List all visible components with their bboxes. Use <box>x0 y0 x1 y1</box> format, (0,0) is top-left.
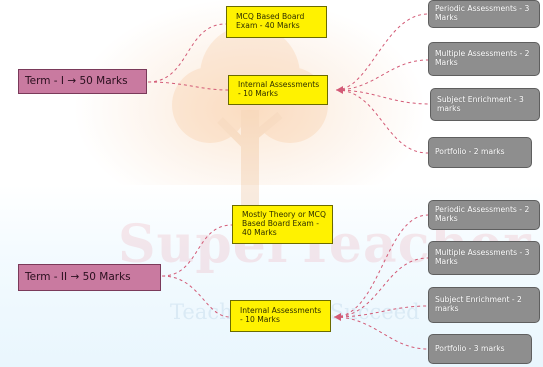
term1-periodic-label: Periodic Assessments - 3 Marks <box>435 4 530 22</box>
term1-exam-label: MCQ Based Board Exam - 40 Marks <box>236 12 305 30</box>
term2-label: Term - II → 50 Marks <box>25 271 131 284</box>
term2-periodic-node: Periodic Assessments - 2 Marks <box>428 200 540 230</box>
arrowhead-internal1 <box>336 86 343 94</box>
term2-periodic-label: Periodic Assessments - 2 Marks <box>435 205 530 223</box>
connector-internal2-portfolio <box>333 316 429 350</box>
connector-internal1-enrichment <box>335 89 431 105</box>
connector-internal1-periodic <box>335 13 429 91</box>
term2-exam-node: Mostly Theory or MCQ Based Board Exam - … <box>232 205 333 244</box>
term1-portfolio-label: Portfolio - 2 marks <box>435 147 505 157</box>
term2-internal-label: Internal Assessments - 10 Marks <box>240 306 322 324</box>
term2-portfolio-node: Portfolio - 3 marks <box>428 334 532 364</box>
term1-portfolio-node: Portfolio - 2 marks <box>428 137 532 168</box>
connector-term1-internal <box>147 81 229 91</box>
term1-multiple-node: Multiple Assessments - 2 Marks <box>428 42 540 76</box>
term2-enrichment-node: Subject Enrichment - 2 marks <box>428 287 540 323</box>
term1-label: Term - I → 50 Marks <box>25 75 128 88</box>
term1-periodic-node: Periodic Assessments - 3 Marks <box>428 0 540 28</box>
term2-multiple-label: Multiple Assessments - 3 Marks <box>435 248 530 266</box>
connector-term1-exam <box>147 23 227 83</box>
term2-portfolio-label: Portfolio - 3 marks <box>435 343 505 353</box>
term1-enrichment-label: Subject Enrichment - 3 marks <box>437 94 524 113</box>
term1-exam-node: MCQ Based Board Exam - 40 Marks <box>226 6 327 38</box>
term2-internal-node: Internal Assessments - 10 Marks <box>230 300 331 332</box>
connector-internal1-multiple <box>335 59 429 91</box>
term2-node: Term - II → 50 Marks <box>18 264 161 291</box>
term1-multiple-label: Multiple Assessments - 2 Marks <box>435 49 530 67</box>
connector-internal1-portfolio <box>335 89 429 154</box>
term1-enrichment-node: Subject Enrichment - 3 marks <box>430 88 540 121</box>
term1-internal-label: Internal Assessments - 10 Marks <box>238 80 320 98</box>
term1-node: Term - I → 50 Marks <box>18 69 147 94</box>
connector-term2-internal <box>161 275 231 318</box>
connector-internal2-multiple <box>333 257 429 318</box>
arrowhead-internal2 <box>334 313 341 321</box>
term2-multiple-node: Multiple Assessments - 3 Marks <box>428 241 540 275</box>
connector-term2-exam <box>161 224 233 277</box>
connector-internal2-enrichment <box>333 305 429 318</box>
term2-enrichment-label: Subject Enrichment - 2 marks <box>435 295 522 313</box>
connector-internal2-periodic <box>333 214 429 318</box>
term2-exam-label: Mostly Theory or MCQ Based Board Exam - … <box>242 210 326 237</box>
term1-internal-node: Internal Assessments - 10 Marks <box>228 75 328 105</box>
